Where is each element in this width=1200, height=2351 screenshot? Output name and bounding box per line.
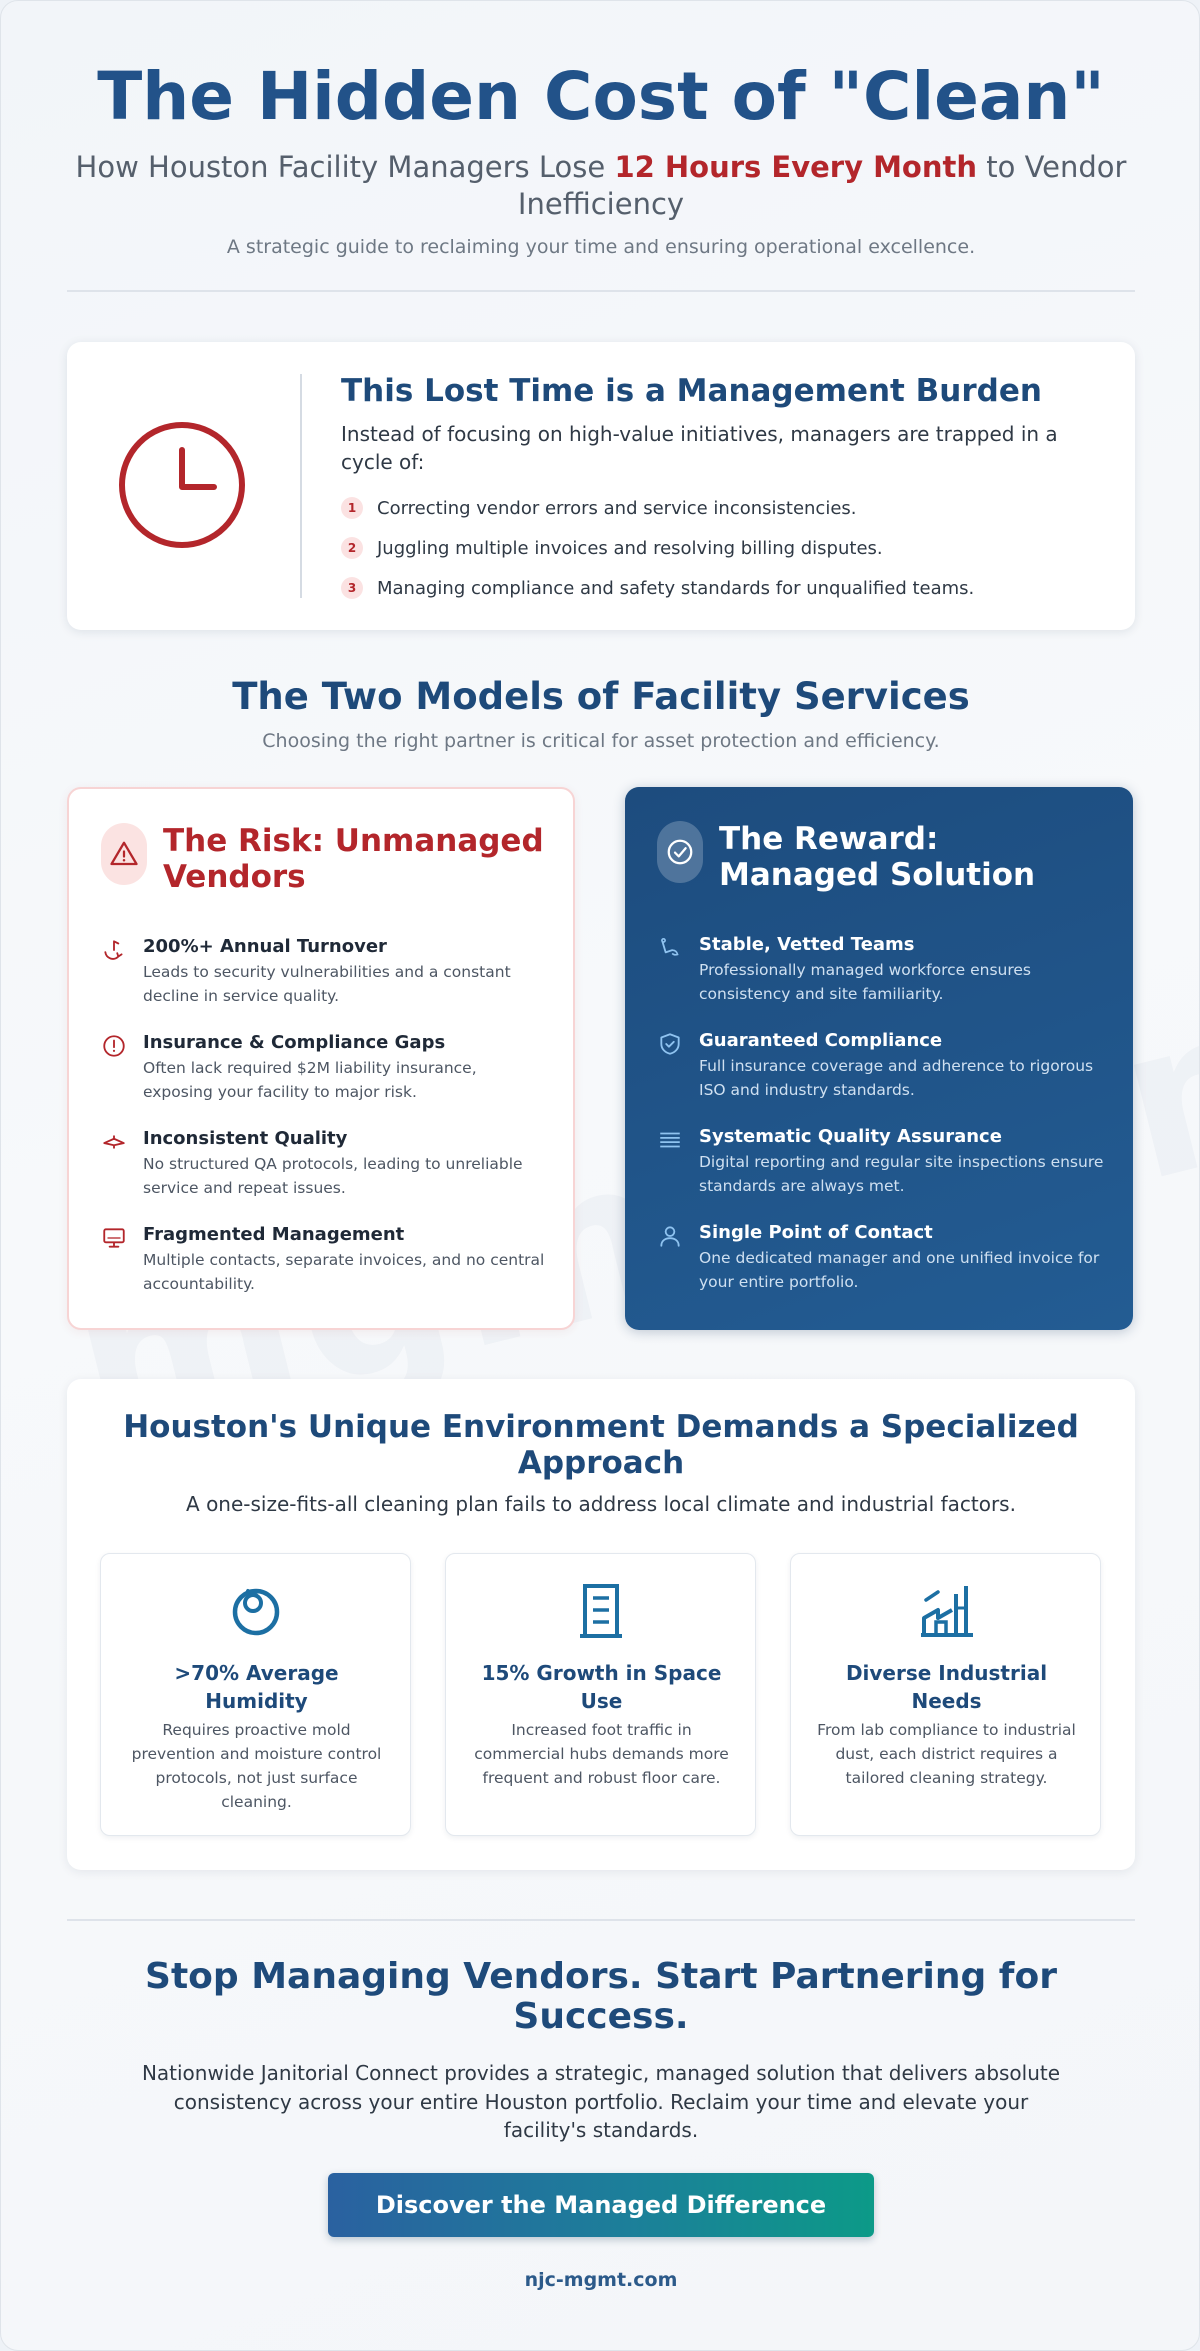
list-icon: [660, 1132, 680, 1148]
website-link[interactable]: njc-mgmt.com: [524, 2269, 678, 2291]
subtitle-text-end: to Vendor Inefficiency: [517, 150, 1127, 221]
risk-item: Inconsistent Quality No structured QA pro…: [101, 1127, 551, 1223]
team-icon: [661, 937, 679, 956]
reward-item-title: Guaranteed Compliance: [699, 1030, 943, 1051]
humidity-icon: [232, 1588, 280, 1636]
discover-button[interactable]: Discover the Managed Difference: [328, 2173, 874, 2237]
cta-title: Stop Managing Vendors. Start Partnering …: [145, 1956, 1057, 2037]
divider: [67, 290, 1135, 292]
models-heading: The Two Models of Facility Services Choo…: [67, 674, 1135, 752]
stat-title: Diverse Industrial Needs: [845, 1661, 1048, 1713]
list-item: 2 Juggling multiple invoices and resolvin…: [341, 528, 1101, 568]
risk-card: The Risk: Unmanaged Vendors 200%+ Annual…: [67, 787, 575, 1330]
person-icon: [660, 1226, 680, 1247]
risk-item-title: Fragmented Management: [143, 1224, 405, 1245]
risk-item-title: 200%+ Annual Turnover: [143, 936, 387, 957]
stat-desc: From lab compliance to industrial dust, …: [817, 1721, 1076, 1787]
houston-card: Houston's Unique Environment Demands a S…: [67, 1379, 1135, 1870]
reward-item-title: Single Point of Contact: [699, 1222, 933, 1243]
turnover-icon: [104, 940, 123, 960]
risk-item-title: Insurance & Compliance Gaps: [143, 1032, 446, 1053]
risk-header: The Risk: Unmanaged Vendors: [101, 823, 551, 895]
check-circle-icon: [657, 821, 703, 883]
stat-desc: Increased foot traffic in commercial hub…: [474, 1721, 729, 1787]
cta-section: Stop Managing Vendors. Start Partnering …: [67, 1957, 1135, 2145]
page-title: The Hidden Cost of "Clean": [97, 58, 1105, 135]
tagline: A strategic guide to reclaiming your tim…: [226, 236, 976, 258]
subtitle-highlight: 12 Hours Every Month: [614, 150, 978, 184]
shield-check-icon: [660, 1033, 680, 1055]
reward-header: The Reward: Managed Solution: [657, 821, 1107, 893]
burden-intro: Instead of focusing on high-value initia…: [341, 422, 1058, 474]
stat-desc: Requires proactive mold prevention and m…: [131, 1721, 382, 1811]
reward-item-title: Systematic Quality Assurance: [699, 1126, 1002, 1147]
houston-lead: A one-size-fits-all cleaning plan fails …: [186, 1492, 1016, 1516]
list-item: 1 Correcting vendor errors and service in…: [341, 488, 1101, 528]
alert-circle-icon: [103, 1035, 125, 1057]
stat-title: 15% Growth in Space Use: [481, 1661, 722, 1713]
card-divider: [300, 374, 302, 598]
risk-item-desc: Leads to security vulnerabilities and a …: [143, 963, 511, 1005]
reward-item-desc: Full insurance coverage and adherence to…: [699, 1057, 1094, 1099]
list-item-text: Correcting vendor errors and service inc…: [377, 497, 857, 519]
stat-card: Diverse Industrial Needs From lab compli…: [790, 1553, 1101, 1836]
clock-icon: [119, 422, 245, 548]
stat-card: >70% Average Humidity Requires proactive…: [100, 1553, 411, 1836]
subtitle-text: How Houston Facility Managers Lose: [75, 150, 615, 184]
risk-item-desc: Often lack required $2M liability insura…: [143, 1059, 477, 1101]
stat-card: 15% Growth in Space Use Increased foot t…: [445, 1553, 756, 1836]
reward-item-desc: One dedicated manager and one unified in…: [699, 1249, 1100, 1291]
warning-icon: [101, 823, 147, 885]
building-icon: [580, 1584, 622, 1638]
number-badge: 1: [341, 497, 363, 519]
houston-title: Houston's Unique Environment Demands a S…: [123, 1409, 1079, 1481]
cta-body: Nationwide Janitorial Connect provides a…: [141, 2061, 1061, 2142]
burden-list: 1 Correcting vendor errors and service in…: [341, 488, 1101, 608]
risk-item-title: Inconsistent Quality: [143, 1128, 348, 1149]
list-item: 3 Managing compliance and safety standard…: [341, 568, 1101, 608]
reward-card: The Reward: Managed Solution Stable, Vet…: [625, 787, 1133, 1330]
reward-title: The Reward: Managed Solution: [719, 821, 1036, 893]
stat-title: >70% Average Humidity: [174, 1661, 339, 1713]
monitor-icon: [103, 1228, 125, 1248]
list-item-text: Juggling multiple invoices and resolving…: [377, 537, 883, 559]
number-badge: 3: [341, 577, 363, 599]
reward-item-title: Stable, Vetted Teams: [699, 934, 915, 955]
risk-title: The Risk: Unmanaged Vendors: [163, 823, 544, 895]
reward-item-desc: Digital reporting and regular site inspe…: [699, 1153, 1104, 1195]
models-subtitle: Choosing the right partner is critical f…: [262, 730, 940, 752]
risk-item-desc: No structured QA protocols, leading to u…: [143, 1155, 523, 1197]
factory-icon: [921, 1586, 973, 1637]
models-title: The Two Models of Facility Services: [232, 675, 970, 718]
quality-icon: [103, 1135, 125, 1149]
burden-content: This Lost Time is a Management Burden In…: [341, 372, 1101, 608]
risk-item-desc: Multiple contacts, separate invoices, an…: [143, 1251, 545, 1293]
number-badge: 2: [341, 537, 363, 559]
burden-card: This Lost Time is a Management Burden In…: [67, 342, 1135, 630]
divider: [67, 1919, 1135, 1921]
header: The Hidden Cost of "Clean" How Houston F…: [67, 58, 1135, 259]
list-item-text: Managing compliance and safety standards…: [377, 577, 975, 599]
burden-title: This Lost Time is a Management Burden: [341, 373, 1042, 409]
page-subtitle: How Houston Facility Managers Lose 12 Ho…: [67, 149, 1135, 223]
reward-item-desc: Professionally managed workforce ensures…: [699, 961, 1031, 1003]
